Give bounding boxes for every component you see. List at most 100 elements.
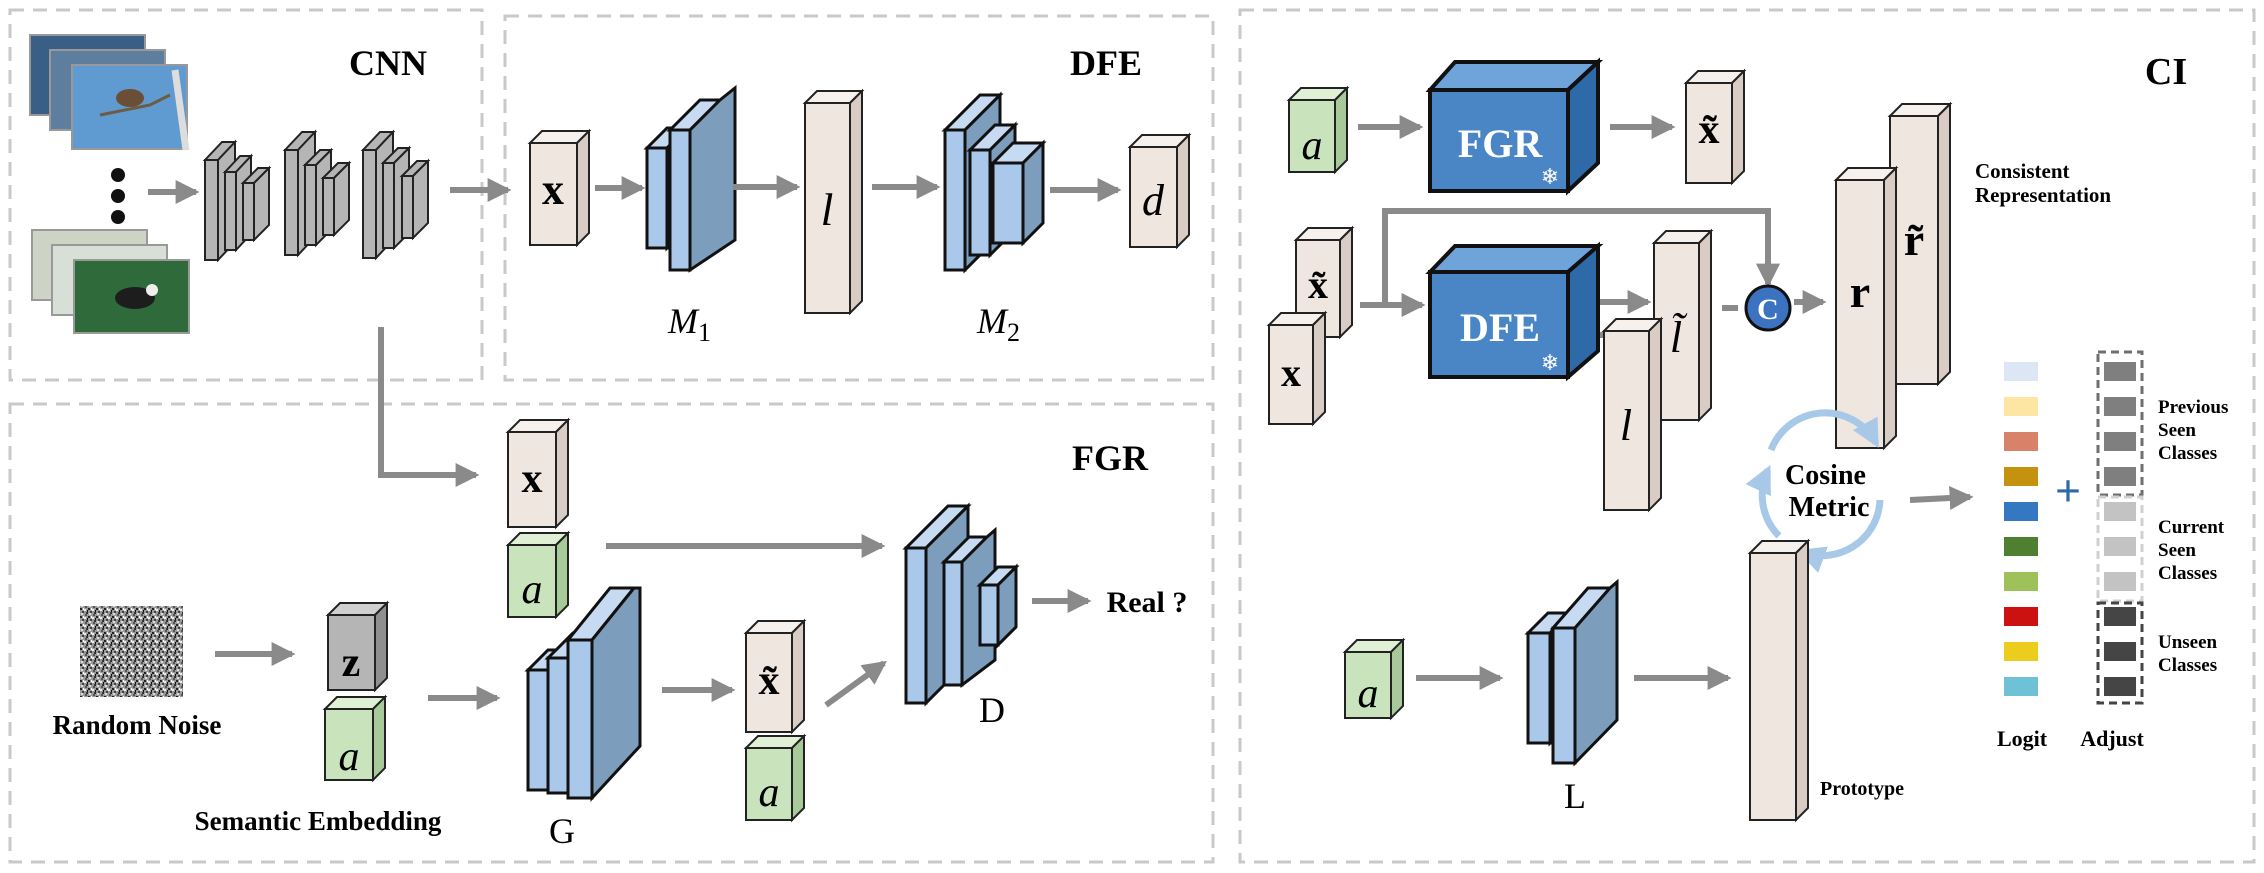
ci-title: CI xyxy=(2145,51,2187,93)
ci-panel: CI a FGR ❄ x̃ x̃ xyxy=(1266,51,2233,823)
unseen-classes-label: Unseen Classes xyxy=(2158,632,2222,676)
random-noise-label: Random Noise xyxy=(53,710,222,740)
ci-l-label: l xyxy=(1620,401,1632,450)
fake-feature-xt-box xyxy=(743,618,807,735)
ci-a-box-bottom xyxy=(1342,637,1406,721)
m2-label: M2 xyxy=(976,301,1020,347)
ci-a-box-top xyxy=(1286,85,1350,175)
logit-swatch xyxy=(2004,677,2038,696)
bird-photo-stack-icon xyxy=(31,229,190,334)
fgr-z-label: z xyxy=(342,640,361,686)
fake-attr-a-box xyxy=(743,733,807,823)
adjust-group-borders xyxy=(2096,350,2144,705)
logit-color-column xyxy=(2004,362,2038,696)
cnn-layer-stacks xyxy=(202,129,431,263)
ci-fgr-label: FGR xyxy=(1458,121,1544,166)
ci-xt-top-label: x̃ xyxy=(1699,107,1720,153)
logit-swatch xyxy=(2004,607,2038,626)
adjust-swatch xyxy=(2104,467,2136,486)
cnn-panel: CNN xyxy=(29,34,512,487)
dfe-title: DFE xyxy=(1070,43,1142,83)
adjust-color-column xyxy=(2104,362,2136,696)
dfe-x-label: x xyxy=(542,165,564,214)
adjust-swatch xyxy=(2104,502,2136,521)
dfe-output-d-box xyxy=(1127,132,1192,250)
current-seen-classes-label: Current Seen Classes xyxy=(2158,517,2229,584)
noise-z-box xyxy=(325,600,390,693)
logit-swatch xyxy=(2004,467,2038,486)
logit-swatch xyxy=(2004,397,2038,416)
adjust-swatch xyxy=(2104,607,2136,626)
ci-a-top-label: a xyxy=(1302,123,1323,169)
cnn-title: CNN xyxy=(349,43,427,83)
module-m2-layers xyxy=(941,91,1047,274)
fgr-title: FGR xyxy=(1072,438,1149,478)
real-feature-x-box xyxy=(505,417,571,530)
ci-xt-label: x̃ xyxy=(1308,262,1328,307)
ci-x-box xyxy=(1266,310,1328,427)
generator-g-layers xyxy=(524,586,642,802)
module-m1-layers xyxy=(643,84,737,273)
semantic-a-box xyxy=(322,694,388,783)
fgr-a-real-label: a xyxy=(522,567,543,613)
ci-rt-box xyxy=(1887,101,1953,387)
fgr-a-label: a xyxy=(339,734,360,780)
fgr-panel: FGR Random Noise z a Semantic Embedding xyxy=(53,417,1188,851)
logit-swatch xyxy=(2004,537,2038,556)
adjust-swatch xyxy=(2104,572,2136,591)
adjust-label: Adjust xyxy=(2080,726,2144,751)
ci-l-box xyxy=(1601,316,1664,513)
bird-photo-stack-icon xyxy=(29,34,190,151)
adjust-swatch xyxy=(2104,642,2136,661)
logit-label: Logit xyxy=(1997,726,2048,751)
semantic-embedding-label: Semantic Embedding xyxy=(195,806,442,836)
adjust-swatch xyxy=(2104,677,2136,696)
fgr-x-label: x xyxy=(522,456,543,502)
ci-r-box xyxy=(1833,165,1899,451)
dfe-panel: DFE x M1 l xyxy=(527,43,1192,347)
adjust-swatch xyxy=(2104,362,2136,381)
ci-x-label: x xyxy=(1281,350,1301,395)
svg-text:+: + xyxy=(2055,465,2081,516)
vertical-ellipsis-icon xyxy=(111,168,125,224)
random-noise-image-icon xyxy=(80,606,183,697)
prototype-box xyxy=(1747,538,1811,823)
logit-swatch xyxy=(2004,502,2038,521)
fgr-xt-label: x̃ xyxy=(759,658,780,704)
ci-dfe-block xyxy=(1425,241,1604,382)
previous-seen-classes-label: Previous Seen Classes xyxy=(2158,397,2233,464)
ci-fgr-block xyxy=(1425,57,1604,196)
cosine-metric-cycle-icon xyxy=(1745,409,1884,573)
ci-rt-label: r̃ xyxy=(1904,214,1924,265)
module-l-layers xyxy=(1524,578,1619,767)
fgr-a-fake-label: a xyxy=(759,770,780,816)
ci-lt-box xyxy=(1651,228,1714,423)
logit-swatch xyxy=(2004,432,2038,451)
logit-swatch xyxy=(2004,362,2038,381)
adjust-swatch xyxy=(2104,397,2136,416)
dfe-l-label: l xyxy=(821,184,834,235)
dfe-feature-l-box xyxy=(802,88,865,316)
ci-xt-box-top xyxy=(1683,68,1747,186)
real-attr-a-box xyxy=(505,530,571,620)
module-l-label: L xyxy=(1564,776,1586,816)
adjust-swatch xyxy=(2104,537,2136,556)
snowflake-icon: ❄ xyxy=(1541,164,1559,189)
svg-text:C: C xyxy=(1757,293,1779,326)
adjust-swatch xyxy=(2104,432,2136,451)
cosine-metric-label: Cosine Metric xyxy=(1785,460,1873,523)
generator-label: G xyxy=(549,811,575,851)
snowflake-icon: ❄ xyxy=(1541,350,1559,375)
prototype-label: Prototype xyxy=(1820,778,1904,800)
plus-icon: + xyxy=(2055,465,2081,516)
dfe-input-x-box xyxy=(527,128,592,248)
logit-swatch xyxy=(2004,642,2038,661)
dfe-d-label: d xyxy=(1142,176,1165,225)
real-question-label: Real ? xyxy=(1107,586,1188,619)
m1-label: M1 xyxy=(667,301,711,347)
discriminator-d-layers xyxy=(902,502,1020,707)
ci-a-bottom-label: a xyxy=(1358,671,1379,717)
ci-dfe-label: DFE xyxy=(1460,305,1540,350)
ci-r-label: r xyxy=(1850,266,1870,317)
